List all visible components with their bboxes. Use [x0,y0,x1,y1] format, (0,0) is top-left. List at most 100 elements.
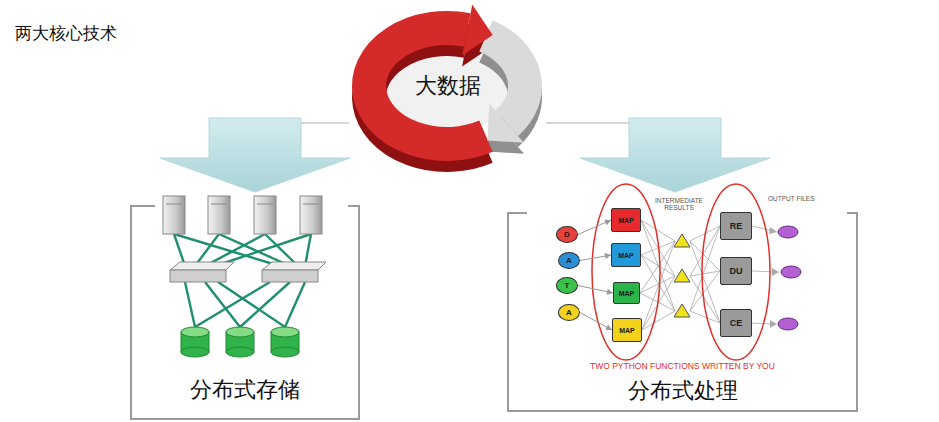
panel-box: 分布式处理 D A T A MAP MAP MAP MAP RE DU CE [507,180,858,412]
art-line [240,282,290,327]
art-rect [163,196,185,234]
node-text: MAP [619,290,635,297]
connector [580,313,612,331]
input-blob: T [556,277,578,294]
block-arrow [580,118,770,192]
art-polygon [674,269,690,282]
node-text: 分布式处理 [628,378,738,403]
node-text: MAP [618,217,634,224]
connector [578,286,613,295]
art-rect [170,270,226,282]
art-ellipse [226,327,254,337]
art-line [205,234,265,266]
panel-title-wrap: 分布式处理 [507,376,858,406]
red-arrowhead [462,4,493,55]
node-text: A [566,308,572,317]
art-line [195,282,270,327]
art-line [690,311,720,323]
connector [578,220,611,235]
art-ellipse [702,184,770,360]
input-blob: A [558,304,580,321]
arrowhead [605,324,612,330]
art-rect [208,196,230,234]
art-ellipse [226,347,254,357]
cycle-node: 大数据 [340,0,555,190]
intermediate-triangles [674,234,690,317]
art-line [211,204,227,205]
output-files [778,226,801,330]
process-box: MAP [612,318,642,342]
art-ellipse [781,266,801,278]
art-polygon [770,320,777,328]
panel-border [131,206,359,419]
art-polygon [674,304,690,317]
panel-box: 分布式存储 [130,205,360,420]
node-text: T [565,281,570,290]
art-line [690,276,720,323]
art-rect [262,270,318,282]
panel-border [508,213,857,411]
sketch-label: OUTPUT FILES [768,195,814,202]
art-polygon [772,268,779,276]
process-box: MAP [613,282,640,304]
art-line [166,204,182,205]
node-text: RE [730,221,743,231]
art-line [642,241,675,330]
art-line [305,234,311,266]
art-rect [300,196,322,234]
function-circles [592,184,770,360]
art-polygon [262,262,326,270]
art-ellipse [181,327,209,337]
panel-outline [507,180,858,412]
node-text: MAP [619,327,635,334]
art-line [257,204,273,205]
art-line [752,271,775,272]
process-box: MAP [611,208,641,232]
input-blob: D [556,226,578,243]
page-title: 两大核心技术 [15,22,117,45]
server-towers [163,196,322,234]
art-rect [254,196,276,234]
connector [580,253,611,260]
grey-arrowhead [487,104,524,143]
art-ellipse [778,318,798,330]
art-ellipse [181,347,209,357]
block-arrow [160,118,350,192]
node-text: D [564,230,570,239]
art-line [215,234,311,266]
arrowhead [604,220,611,225]
connector [546,118,770,192]
art-polygon [170,262,234,270]
connector-line [580,313,612,331]
art-ellipse [592,184,660,360]
sketch-label: TWO PYTHON FUNCTIONS WRITTEN BY YOU [590,362,775,372]
art-line [752,323,773,324]
network-switches [170,262,326,282]
node-text: 分布式存储 [190,377,300,402]
art-line [185,282,195,327]
panel-title-wrap: 分布式存储 [130,375,360,405]
art-line [303,204,319,205]
sketch-label: INTERMEDIATE RESULTS [651,197,707,212]
connector-line [578,220,611,235]
process-box: CE [720,309,752,337]
node-text: A [566,256,572,265]
art-line [174,234,185,266]
art-ellipse [271,327,299,337]
art-line [642,311,675,330]
process-box: MAP [611,243,641,267]
node-text: DU [730,266,743,276]
art-line [218,282,285,327]
art-line [641,255,675,276]
node-text: MAP [618,252,634,259]
art-ellipse [271,347,299,357]
art-line [285,282,305,327]
input-blob: A [558,252,580,269]
art-polygon [769,227,777,234]
connector [160,118,350,192]
art-line [690,241,720,271]
process-box: DU [720,257,752,285]
storage-cylinders [181,327,299,357]
art-line [690,271,720,276]
